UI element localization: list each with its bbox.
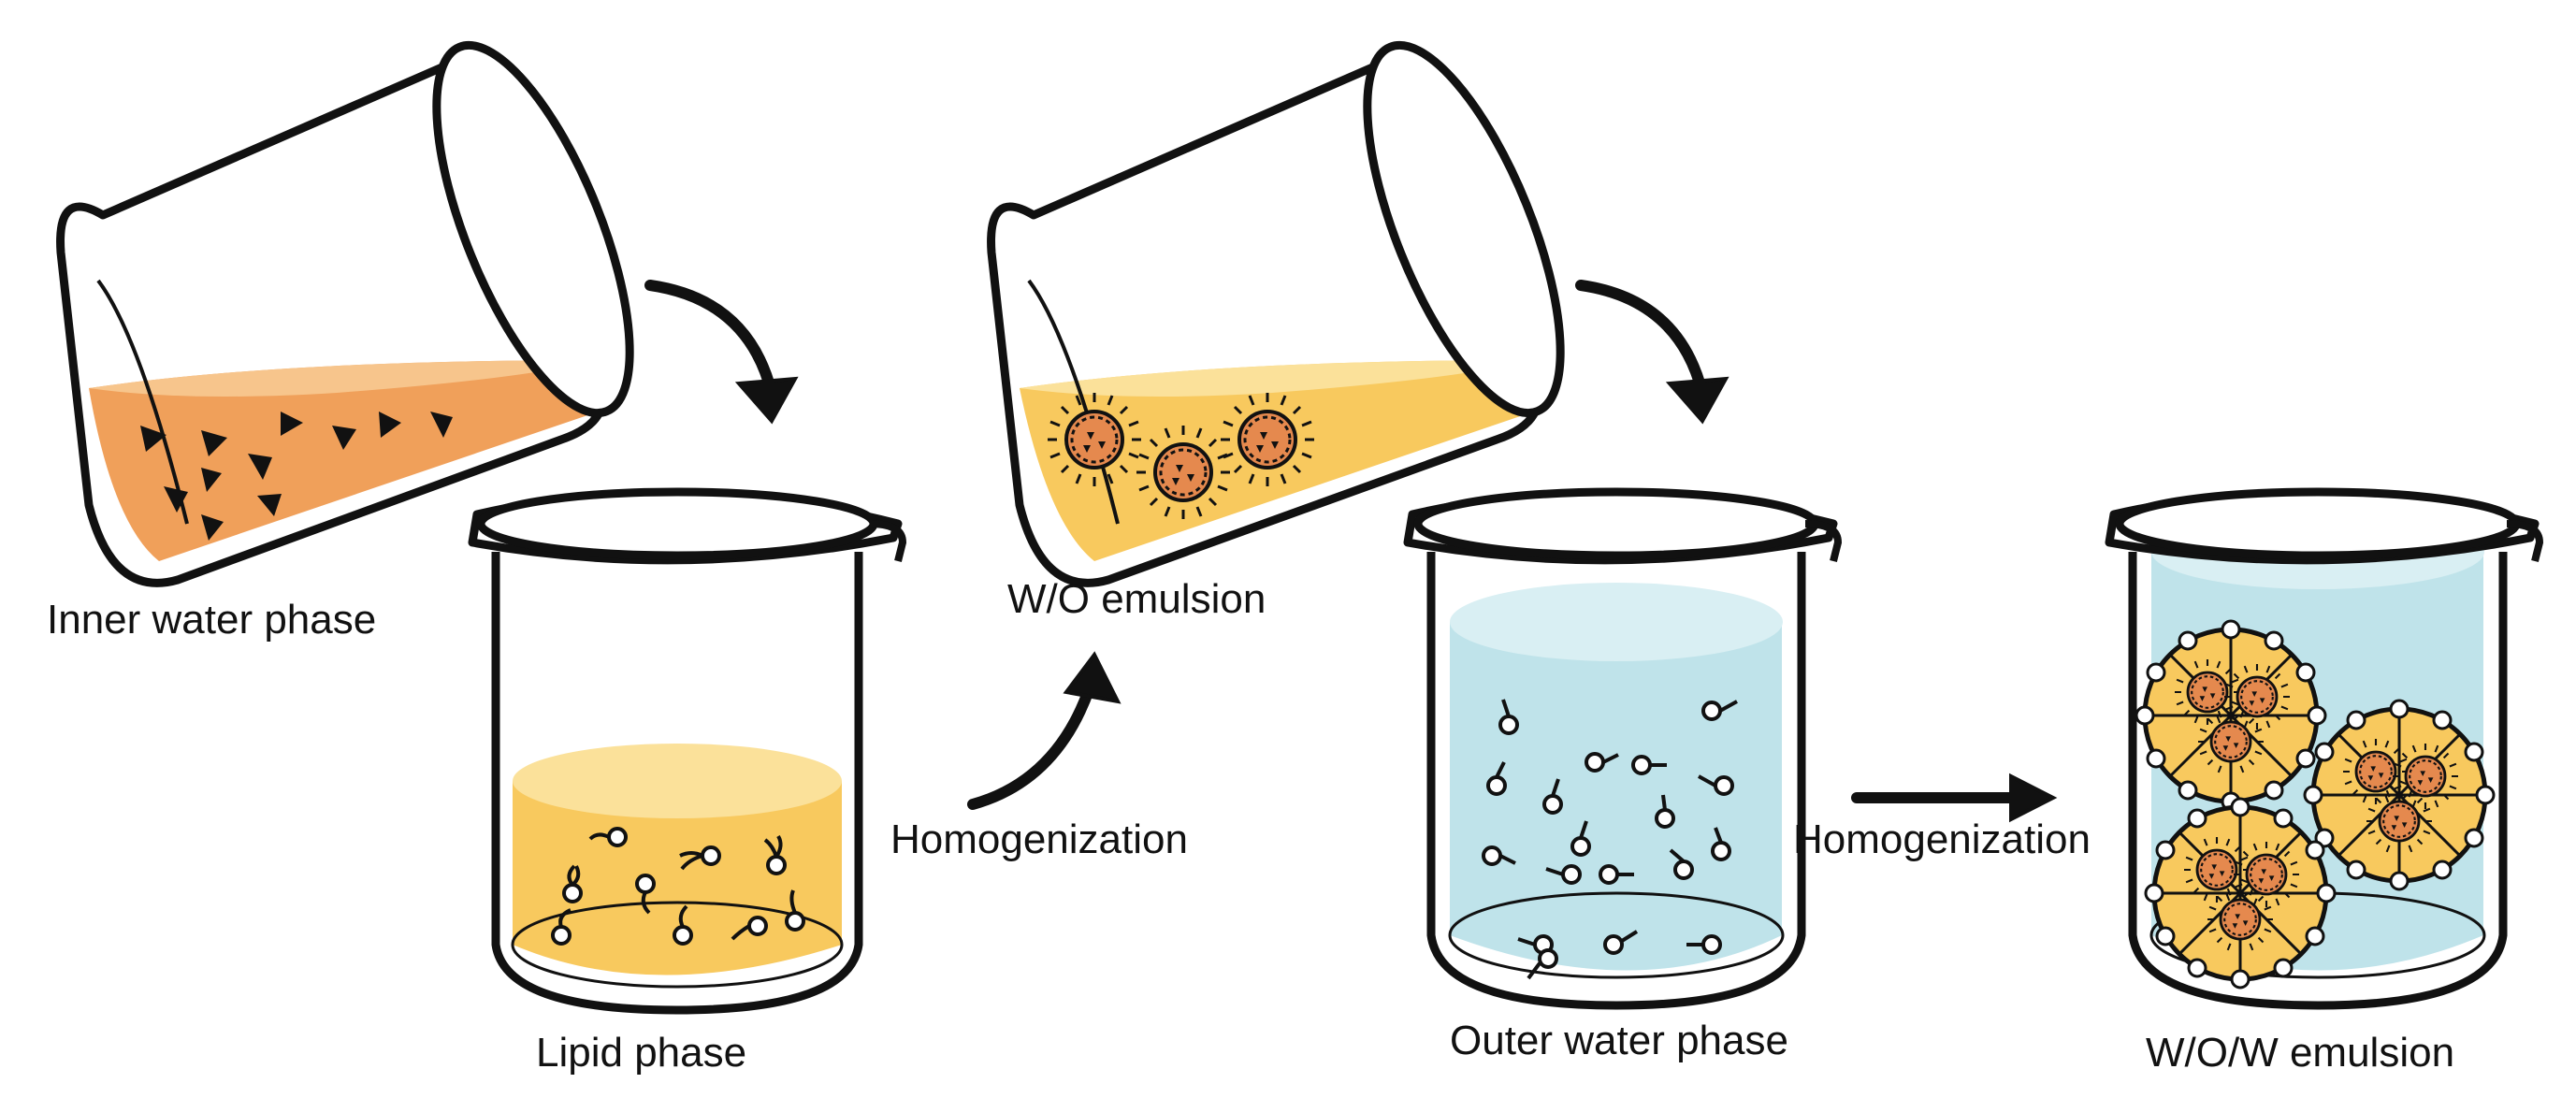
drug-particles xyxy=(140,412,453,541)
label-wow-emulsion: W/O/W emulsion xyxy=(2146,1030,2454,1076)
label-inner-water-phase: Inner water phase xyxy=(47,597,376,643)
beaker-outer-water-phase xyxy=(1403,487,1843,1010)
arrow-homogenization-1 xyxy=(967,682,1095,810)
arrow-homogenization-1-head xyxy=(1063,651,1122,704)
inner-water-liquid xyxy=(89,360,603,561)
label-homogenization-1: Homogenization xyxy=(890,816,1188,862)
beaker-lipid-phase xyxy=(468,487,907,1015)
surfactant-molecules xyxy=(1482,699,1738,980)
arrows xyxy=(644,280,2058,823)
pouring-beaker-wo-emulsion xyxy=(987,40,1565,587)
label-wo-emulsion: W/O emulsion xyxy=(1007,576,1266,622)
lipid-molecules xyxy=(551,827,805,946)
arrow-pour-1 xyxy=(644,280,777,398)
arrow-pour-2 xyxy=(1575,280,1708,398)
label-lipid-phase: Lipid phase xyxy=(536,1030,746,1076)
arrow-pour-1-head xyxy=(734,376,799,425)
beaker-wow-emulsion xyxy=(2105,487,2544,1010)
label-outer-water-phase: Outer water phase xyxy=(1450,1018,1788,1063)
pouring-beaker-inner-water xyxy=(56,40,634,587)
beaker-rim xyxy=(432,40,634,418)
arrow-homogenization-2-head xyxy=(2009,773,2058,823)
arrow-pour-2-head xyxy=(1665,376,1729,425)
label-homogenization-2: Homogenization xyxy=(1793,816,2091,862)
